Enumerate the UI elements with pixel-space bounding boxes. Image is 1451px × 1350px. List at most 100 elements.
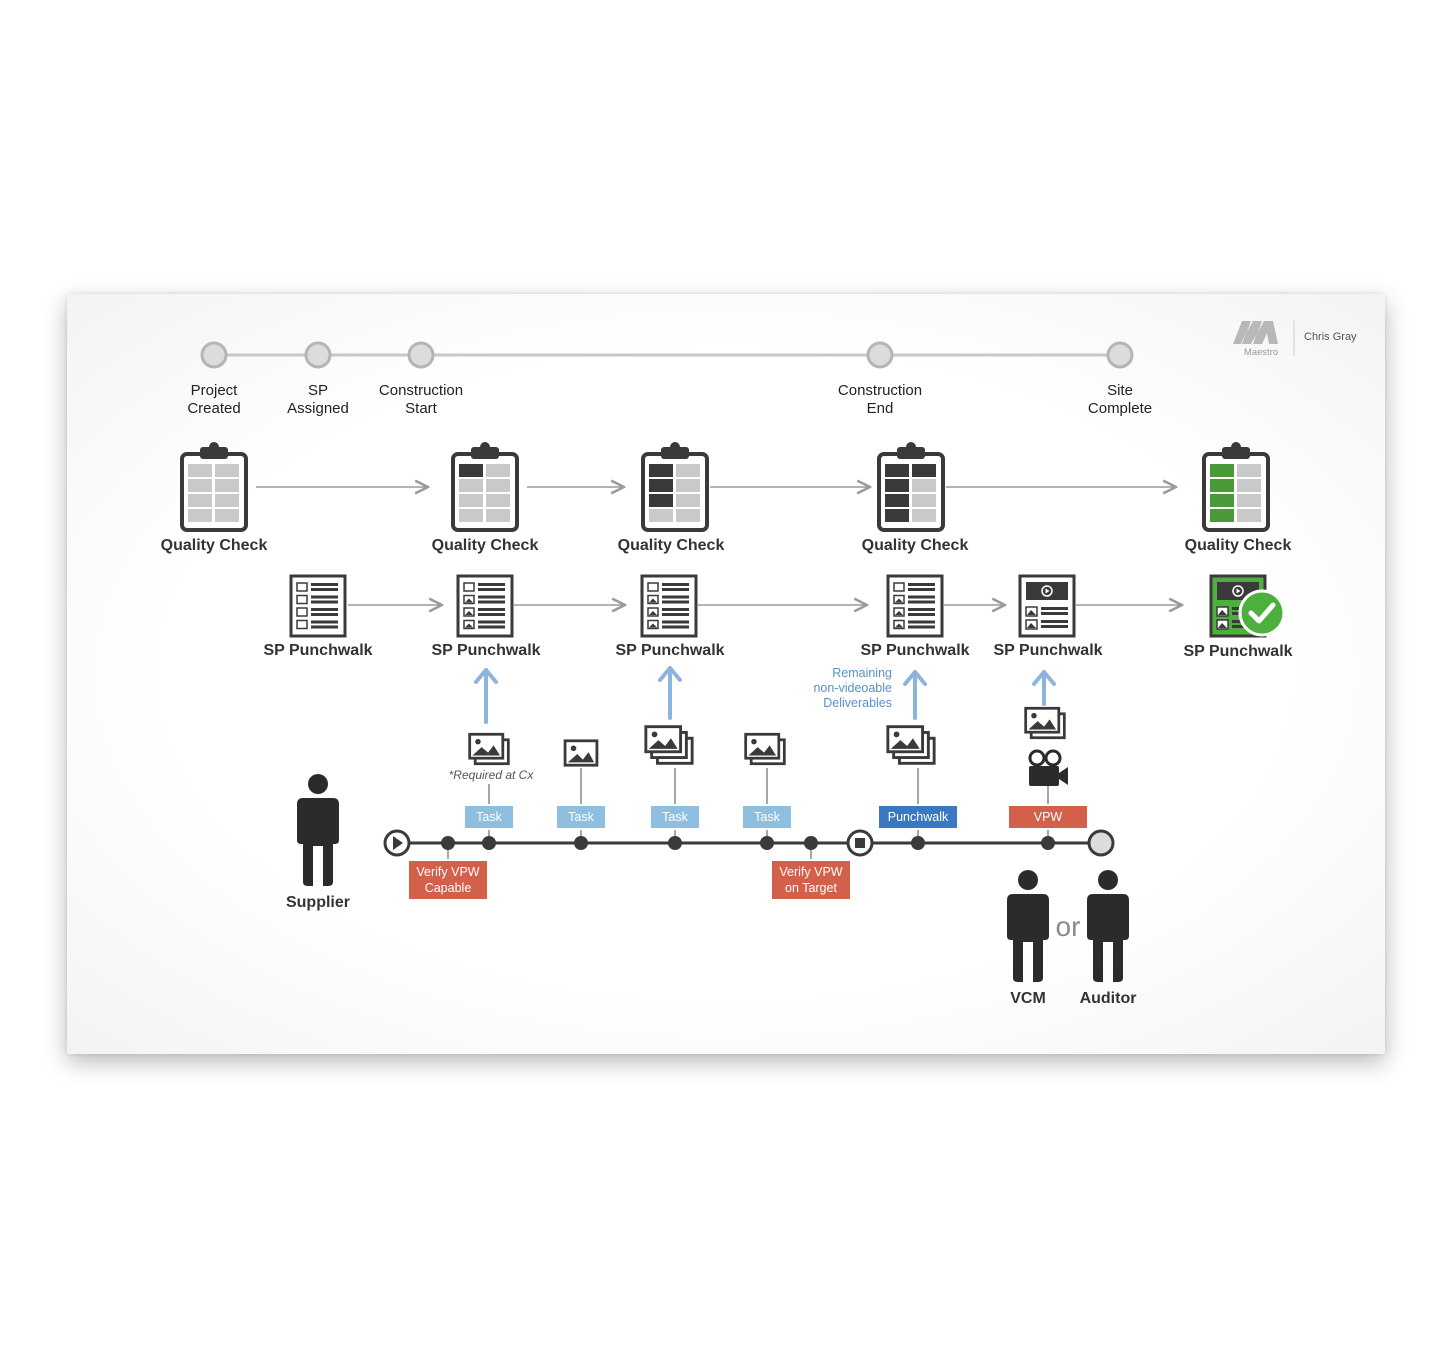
verify-target-line: Verify VPW <box>779 865 842 879</box>
task-tag-label: Task <box>662 810 688 824</box>
quality-check-label: Quality Check <box>1185 537 1292 554</box>
vpw-tag[interactable]: VPW <box>1007 804 1089 830</box>
clipboard-cell <box>188 509 212 522</box>
milestone-label: Complete <box>1088 400 1152 417</box>
clipboard-cell <box>649 494 673 507</box>
task-tag[interactable]: Task <box>463 804 515 830</box>
up-arrow-icon <box>658 666 682 720</box>
punchwalk-tag[interactable]: Punchwalk <box>877 804 959 830</box>
photo-stack-icon <box>744 732 786 766</box>
clipboard-cell <box>1237 509 1261 522</box>
milestone-labels: Project Created SP Assigned Construction… <box>187 382 1152 417</box>
milestone-dot <box>407 341 435 369</box>
verify-capable-line: Verify VPW <box>416 865 479 879</box>
timeline-node[interactable] <box>760 836 774 850</box>
clipboard-cell <box>676 464 700 477</box>
punchwalk-label: SP Punchwalk <box>860 642 969 659</box>
clipboard-cell <box>885 464 909 477</box>
punchwalk-row <box>289 574 1286 638</box>
quality-check-label: Quality Check <box>161 537 268 554</box>
task-tag[interactable]: Task <box>649 804 701 830</box>
up-arrow-icon <box>1032 670 1056 706</box>
play-start-icon[interactable] <box>383 829 411 857</box>
task-tag-label: Task <box>754 810 780 824</box>
clipboard-cell <box>912 479 936 492</box>
task-tag-label: Task <box>476 810 502 824</box>
up-arrow-icon <box>474 668 498 724</box>
end-node[interactable] <box>1087 829 1115 857</box>
milestone-track <box>200 341 1134 369</box>
task-tag[interactable]: Task <box>555 804 607 830</box>
clipboard-cell <box>676 509 700 522</box>
media-icons <box>468 706 1068 786</box>
photo-stack-icon <box>468 732 510 766</box>
punchwalk-label: SP Punchwalk <box>431 642 540 659</box>
timeline-node[interactable] <box>482 836 496 850</box>
clipboard-cell <box>885 509 909 522</box>
milestone-label: Site <box>1107 382 1133 399</box>
clipboard-icon <box>877 442 945 532</box>
clipboard-cell <box>676 494 700 507</box>
quality-check-label: Quality Check <box>862 537 969 554</box>
clipboard-cell <box>486 494 510 507</box>
clipboard-cell <box>459 479 483 492</box>
clipboard-cell <box>215 464 239 477</box>
clipboard-cell <box>459 494 483 507</box>
remaining-note-line: non-videoable <box>813 681 892 695</box>
milestone-label: SP <box>308 382 328 399</box>
clipboard-cell <box>1210 509 1234 522</box>
remaining-note-line: Deliverables <box>823 696 892 710</box>
milestone-dot <box>1106 341 1134 369</box>
verify-capable-line: Capable <box>425 881 472 895</box>
supplier-timeline <box>383 829 1115 857</box>
verify-target-tag[interactable]: Verify VPW on Target <box>770 859 852 901</box>
quality-check-label: Quality Check <box>432 537 539 554</box>
clipboard-cell <box>912 494 936 507</box>
punchwalk-form-icon <box>640 574 698 638</box>
milestone-label: Construction <box>838 382 922 399</box>
timeline-node[interactable] <box>804 836 818 850</box>
timeline-node[interactable] <box>668 836 682 850</box>
timeline-node[interactable] <box>911 836 925 850</box>
up-arrow-icon <box>903 670 927 720</box>
clipboard-cell <box>215 494 239 507</box>
timeline-node[interactable] <box>574 836 588 850</box>
punchwalk-form-icon <box>1018 574 1076 638</box>
clipboard-cell <box>885 494 909 507</box>
auditor-person-icon <box>1087 870 1129 982</box>
clipboard-cell <box>215 479 239 492</box>
punchwalk-label: SP Punchwalk <box>993 642 1102 659</box>
punchwalk-labels: SP Punchwalk SP Punchwalk SP Punchwalk S… <box>263 642 1292 660</box>
brand-logo-text: Maestro <box>1244 347 1278 358</box>
milestone-label: End <box>867 400 894 417</box>
or-text: or <box>1056 911 1081 942</box>
clipboard-cell <box>1210 494 1234 507</box>
task-tag[interactable]: Task <box>741 804 793 830</box>
timeline-node[interactable] <box>441 836 455 850</box>
clipboard-cell <box>459 464 483 477</box>
photo-stack-icon <box>886 725 936 765</box>
required-note: *Required at Cx <box>449 768 535 782</box>
clipboard-cell <box>676 479 700 492</box>
clipboard-cell <box>912 464 936 477</box>
verify-capable-tag[interactable]: Verify VPW Capable <box>407 859 489 901</box>
clipboard-cell <box>1210 479 1234 492</box>
clipboard-cell <box>188 494 212 507</box>
vcm-person-icon <box>1007 870 1049 982</box>
punchwalk-tag-label: Punchwalk <box>888 810 949 824</box>
clipboard-cell <box>1210 464 1234 477</box>
milestone-label: Construction <box>379 382 463 399</box>
photo-stack-icon <box>1024 706 1066 740</box>
clipboard-cell <box>215 509 239 522</box>
clipboard-cell <box>459 509 483 522</box>
clipboard-cell <box>486 464 510 477</box>
timeline-node[interactable] <box>1041 836 1055 850</box>
clipboard-cell <box>1237 464 1261 477</box>
stop-icon[interactable] <box>846 829 874 857</box>
clipboard-cell <box>649 464 673 477</box>
user-name[interactable]: Chris Gray <box>1304 331 1357 343</box>
supplier-label: Supplier <box>286 894 350 911</box>
clipboard-icon <box>451 442 519 532</box>
milestone-label: Assigned <box>287 400 349 417</box>
